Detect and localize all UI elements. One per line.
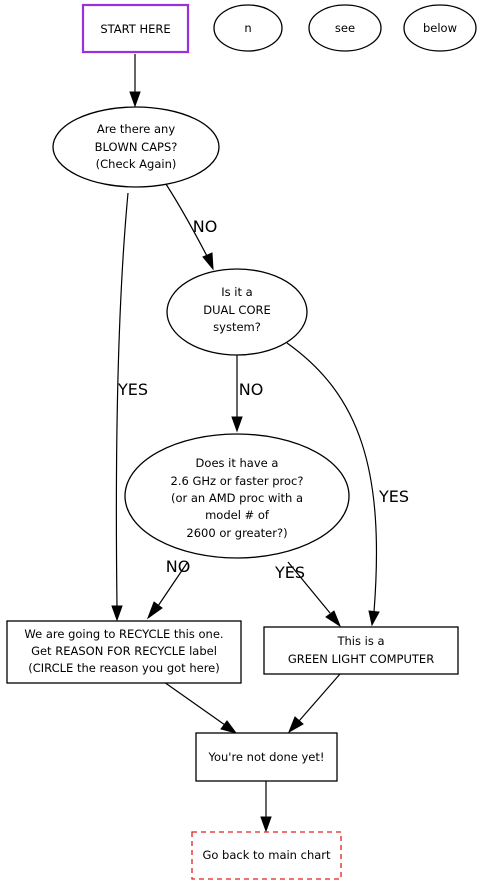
recycle-line-3: (CIRCLE the reason you got here) xyxy=(28,661,219,675)
main-chart-link-node[interactable]: Go back to main chart xyxy=(191,831,342,880)
edge-dual-core-to-proc-speed: NO xyxy=(231,355,264,433)
dual-core-line-3: system? xyxy=(213,320,261,334)
blown-caps-line-3: (Check Again) xyxy=(96,157,177,171)
dual-core-decision[interactable]: Is it a DUAL CORE system? xyxy=(166,268,308,356)
edge-blown-caps-to-recycle: YES xyxy=(111,192,148,622)
main-chart-label: Go back to main chart xyxy=(202,848,331,862)
edge-label-yes: YES xyxy=(378,487,409,506)
proc-speed-line-1: Does it have a xyxy=(196,456,279,470)
blown-caps-line-2: BLOWN CAPS? xyxy=(95,140,178,154)
dual-core-line-1: Is it a xyxy=(221,285,252,299)
green-light-line-2: GREEN LIGHT COMPUTER xyxy=(288,652,434,666)
start-here-node[interactable]: START HERE xyxy=(81,3,190,54)
edge-not-done-to-main-chart xyxy=(260,781,272,833)
blown-caps-line-1: Are there any xyxy=(97,122,175,136)
legend-see-node: see xyxy=(308,4,382,52)
edge-green-light-to-not-done xyxy=(288,673,341,734)
legend-n-label: n xyxy=(244,21,251,35)
edge-label-no: NO xyxy=(193,217,218,236)
edge-proc-speed-to-green-light: YES xyxy=(274,561,342,628)
legend-n-node: n xyxy=(213,4,283,52)
edge-blown-caps-to-dual-core: NO xyxy=(161,177,218,271)
proc-speed-decision[interactable]: Does it have a 2.6 GHz or faster proc? (… xyxy=(124,433,350,559)
not-done-node[interactable]: You're not done yet! xyxy=(195,732,338,782)
recycle-line-1: We are going to RECYCLE this one. xyxy=(24,627,223,641)
proc-speed-line-5: 2600 or greater?) xyxy=(186,526,287,540)
edge-label-yes: YES xyxy=(274,563,305,582)
start-here-label: START HERE xyxy=(100,22,170,36)
edge-label-no: NO xyxy=(239,380,264,399)
edge-dual-core-to-green-light: YES xyxy=(286,342,409,627)
green-light-node[interactable]: This is a GREEN LIGHT COMPUTER xyxy=(263,626,459,675)
not-done-label: You're not done yet! xyxy=(207,750,324,764)
edge-recycle-to-not-done xyxy=(163,681,238,734)
green-light-line-1: This is a xyxy=(336,634,384,648)
blown-caps-decision[interactable]: Are there any BLOWN CAPS? (Check Again) xyxy=(52,106,220,188)
legend-see-label: see xyxy=(335,21,355,35)
edge-label-yes: YES xyxy=(117,380,148,399)
proc-speed-line-4: model # of xyxy=(205,508,270,522)
dual-core-line-2: DUAL CORE xyxy=(203,303,271,317)
recycle-line-2: Get REASON FOR RECYCLE label xyxy=(31,644,217,658)
legend-below-node: below xyxy=(403,4,477,52)
edge-label-no: NO xyxy=(166,557,191,576)
legend-below-label: below xyxy=(423,21,457,35)
proc-speed-line-3: (or an AMD proc with a xyxy=(171,491,303,505)
edge-start-to-blown-caps xyxy=(129,54,141,108)
recycle-node[interactable]: We are going to RECYCLE this one. Get RE… xyxy=(6,620,242,684)
edge-proc-speed-to-recycle: NO xyxy=(146,557,191,620)
proc-speed-line-2: 2.6 GHz or faster proc? xyxy=(171,474,304,488)
